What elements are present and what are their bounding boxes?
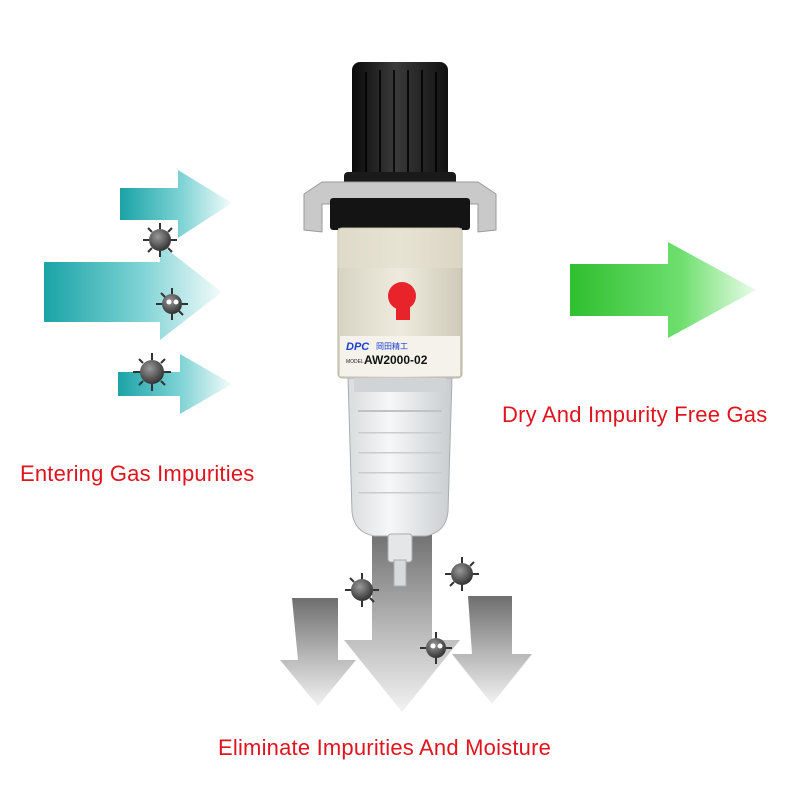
flow-arrow-icon [344, 530, 460, 712]
model-label: MODEL [346, 359, 364, 365]
drain-nozzle [387, 533, 413, 563]
flow-arrow-icon [452, 596, 532, 704]
outlet-flow-arrow-icon [570, 242, 756, 338]
brand-logo: DPC [346, 341, 370, 353]
impurity-particle-icon [420, 632, 452, 664]
drain-arrows [280, 530, 532, 712]
impurity-particles [133, 223, 479, 664]
filter-regulator: DPC 岡田精工 MODEL AW2000-02 [303, 62, 497, 587]
adjustment-knob [344, 62, 456, 198]
impurity-particle-icon [133, 353, 171, 391]
mounting-bracket [303, 181, 497, 233]
entering-gas-caption: Entering Gas Impurities [20, 461, 255, 486]
output-gas-caption: Dry And Impurity Free Gas [502, 402, 768, 427]
filter-bowl [347, 377, 453, 537]
flow-arrow-icon [118, 354, 232, 414]
impurity-particle-icon [143, 223, 177, 257]
brand-cn: 岡田精工 [376, 341, 408, 351]
impurity-particle-icon [445, 557, 479, 591]
flow-arrow-icon [44, 244, 222, 340]
drain-caption: Eliminate Impurities And Moisture [218, 735, 552, 760]
impurity-particle-icon [156, 288, 188, 320]
inlet-arrows [44, 170, 232, 414]
flow-arrow-icon [280, 598, 356, 706]
impurity-particle-icon [345, 573, 379, 607]
model-number: AW2000-02 [364, 353, 428, 367]
label-plate [340, 336, 460, 376]
flow-arrow-icon [120, 170, 232, 238]
